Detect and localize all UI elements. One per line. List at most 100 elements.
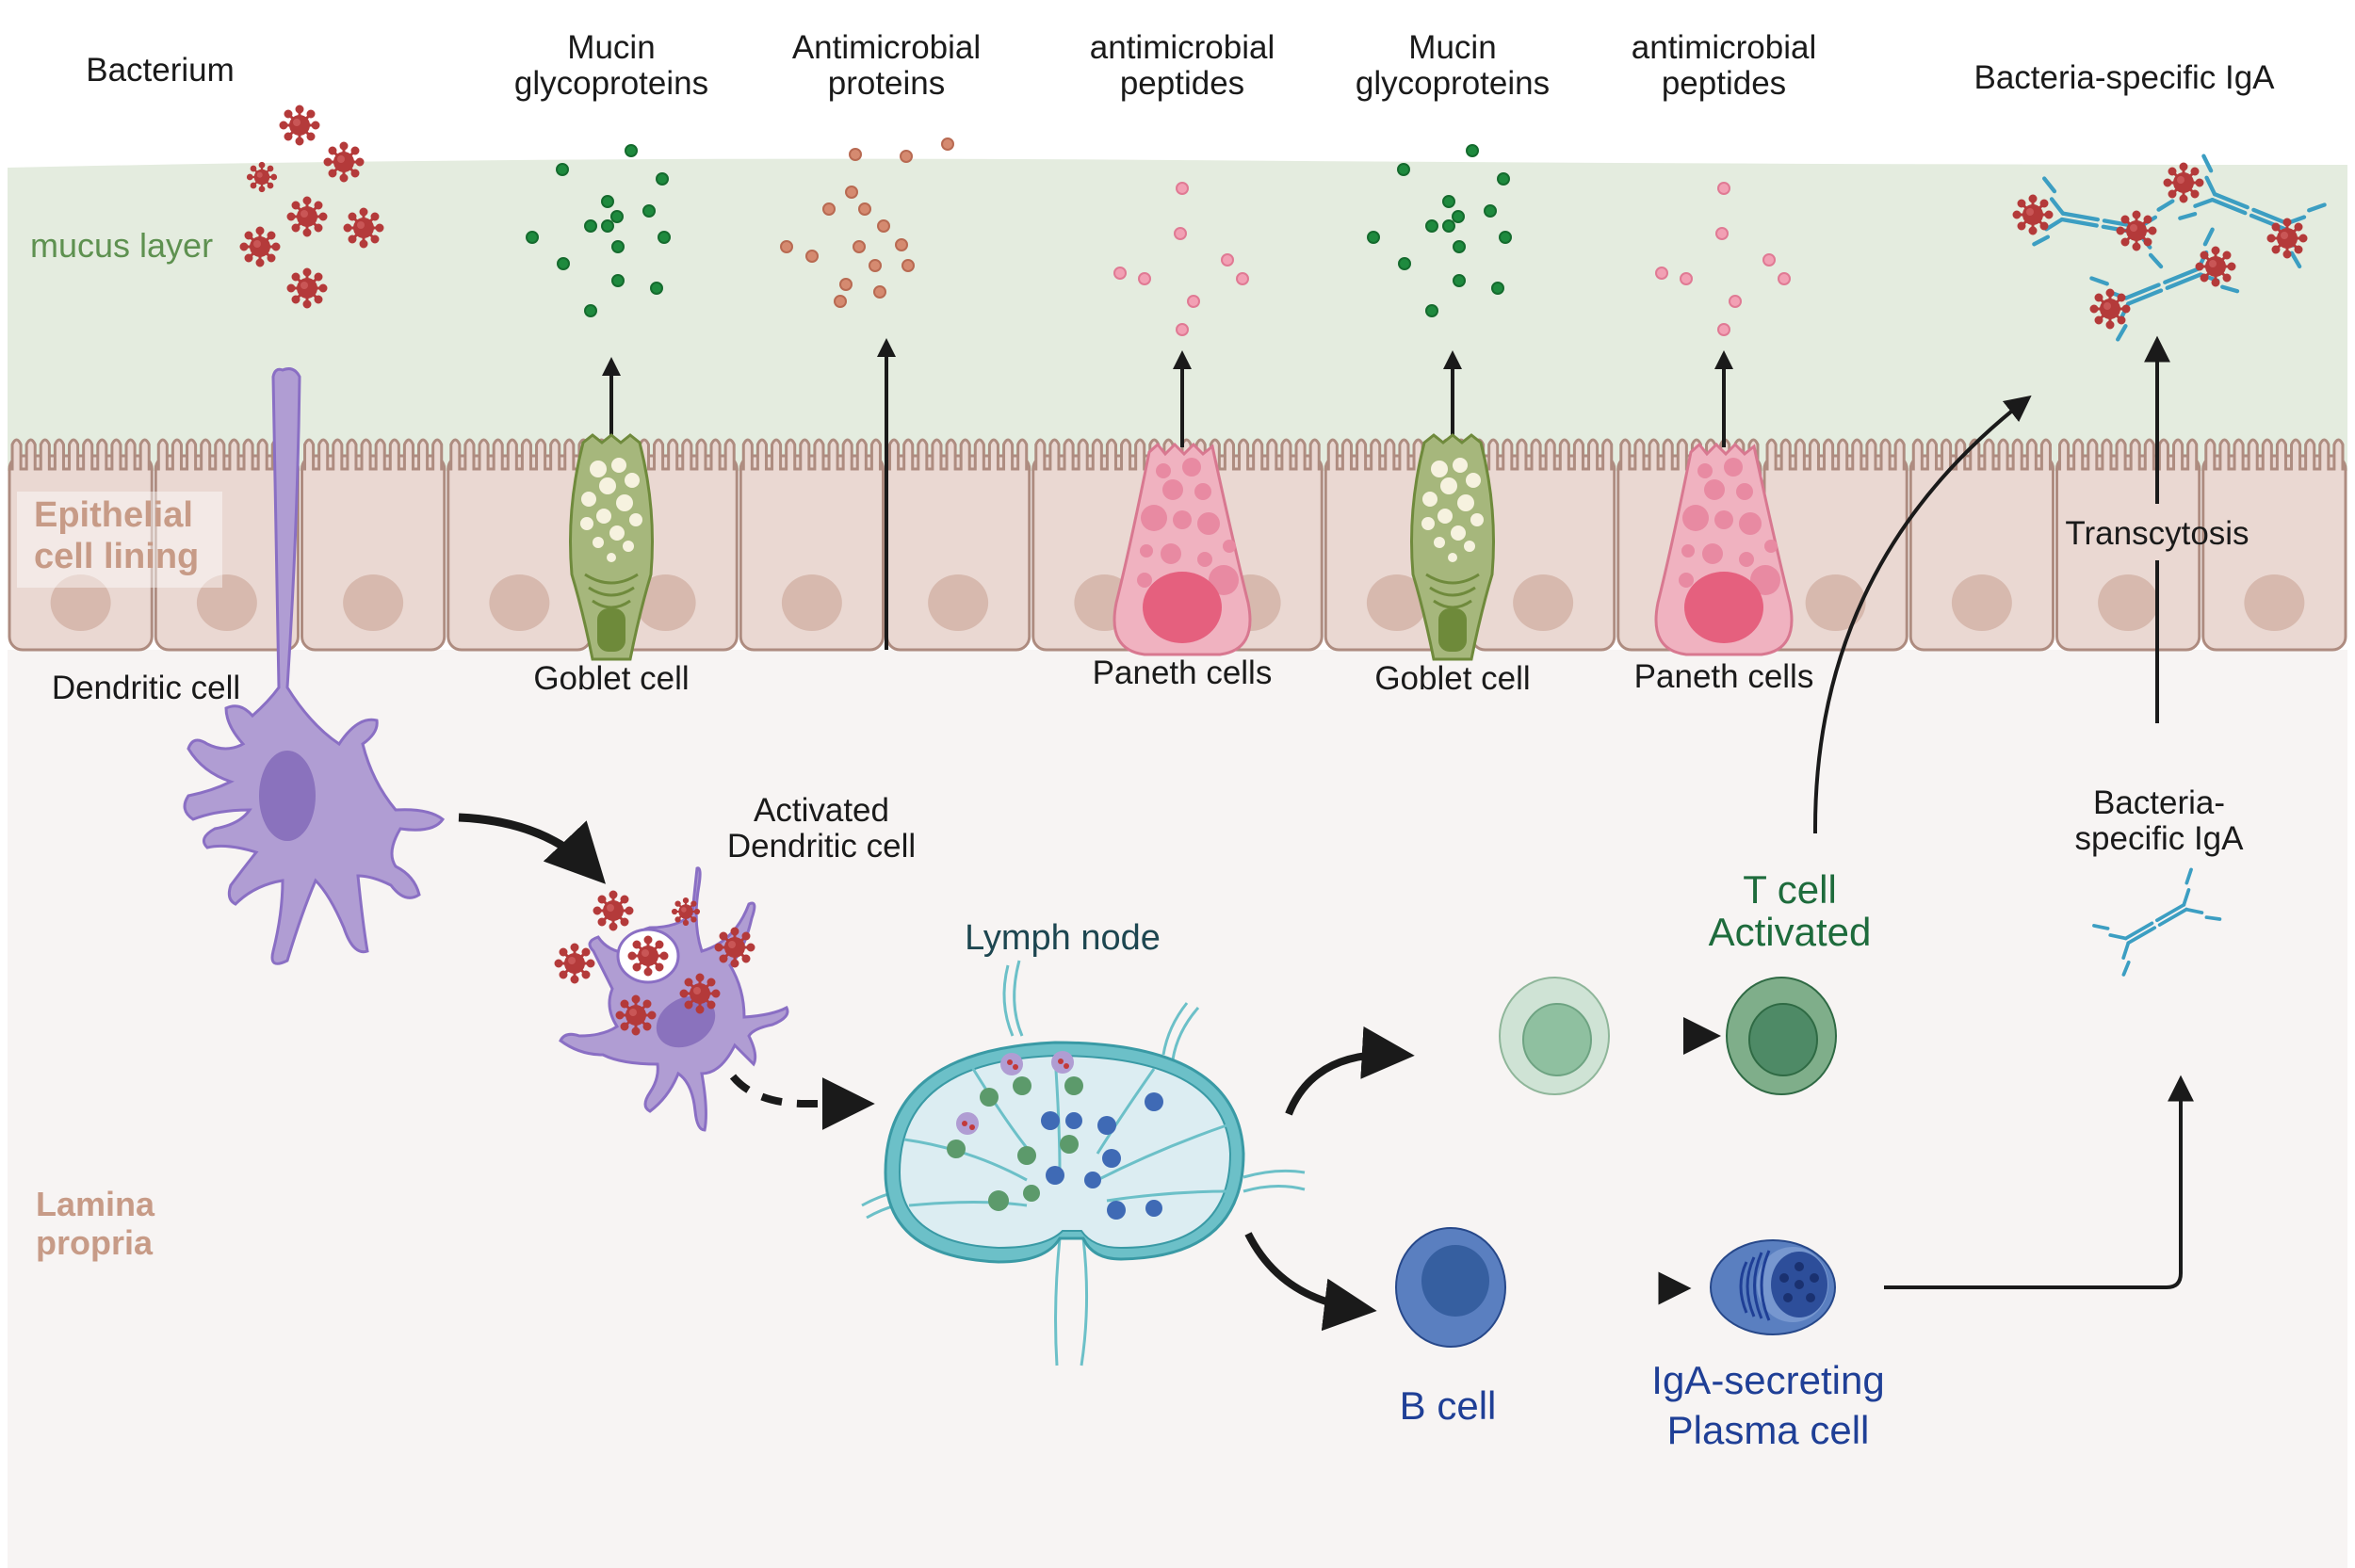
lamina-label-line-1: Lamina bbox=[36, 1185, 155, 1223]
label-line: Plasma cell bbox=[1666, 1407, 1870, 1452]
molecule-dot bbox=[1491, 282, 1504, 295]
label-line: Antimicrobial bbox=[791, 29, 982, 66]
label-line: antimicrobial bbox=[1631, 29, 1817, 66]
molecule-dot bbox=[849, 148, 862, 161]
bacterium-icon bbox=[323, 141, 365, 183]
molecule-dot bbox=[805, 250, 819, 263]
label-line: antimicrobial bbox=[1089, 29, 1275, 66]
dendritic-cell bbox=[183, 367, 446, 965]
bacterium-label: Bacterium bbox=[86, 52, 235, 89]
epithelial-cell bbox=[739, 438, 885, 652]
epithelial-cell bbox=[885, 438, 1031, 652]
molecule-dot bbox=[611, 240, 625, 253]
molecule-dot bbox=[1442, 195, 1455, 208]
to-t-cell-arrow bbox=[1285, 1026, 1415, 1116]
molecule-dot bbox=[557, 257, 570, 270]
lymph-node bbox=[861, 960, 1306, 1366]
molecule-dot bbox=[1680, 272, 1693, 285]
molecule-dot bbox=[584, 219, 597, 233]
molecule-dot bbox=[625, 144, 638, 157]
molecule-dot bbox=[1717, 323, 1730, 336]
b-cell-label: B cell bbox=[1399, 1383, 1497, 1428]
molecule-dot bbox=[611, 274, 625, 287]
lymph-node-label: Lymph node bbox=[965, 918, 1161, 958]
t-cell-to-mucus-arrow bbox=[1812, 395, 2032, 834]
bacterium-icon bbox=[286, 267, 328, 309]
molecule-dot bbox=[1484, 204, 1497, 218]
label-line: IgA-secreting bbox=[1651, 1358, 1885, 1402]
molecule-dot bbox=[1236, 272, 1249, 285]
epithelial-cell bbox=[447, 438, 593, 652]
antimicrobial-peptides-label-2: antimicrobial peptides bbox=[1632, 30, 1816, 102]
lamina-propria-label: Lamina propria bbox=[36, 1185, 154, 1263]
molecule-dot bbox=[1499, 231, 1512, 244]
mucin-glycoproteins-label-2: Mucin glycoproteins bbox=[1356, 30, 1550, 102]
mucus-layer-region bbox=[8, 158, 2347, 471]
label-line: Mucin bbox=[567, 29, 656, 66]
bacterium-icon bbox=[279, 105, 320, 146]
activated-t-cell bbox=[1726, 977, 1837, 1095]
molecule-dot bbox=[1442, 219, 1455, 233]
molecule-dot bbox=[900, 150, 913, 163]
epithelial-cell bbox=[300, 438, 447, 652]
activated-dendritic-cell bbox=[554, 866, 789, 1132]
epithelial-cell bbox=[154, 438, 300, 652]
plasma-to-iga-arrow bbox=[1884, 1075, 2194, 1289]
molecule-dot bbox=[822, 202, 836, 216]
epithelial-cell bbox=[1908, 438, 2055, 652]
molecule-dot bbox=[1717, 182, 1730, 195]
goblet-cell-1 bbox=[569, 433, 654, 661]
molecule-dot bbox=[1113, 267, 1127, 280]
molecule-dot bbox=[556, 163, 569, 176]
molecule-dot bbox=[1453, 274, 1466, 287]
label-line: Mucin bbox=[1408, 29, 1497, 66]
epithelial-label-line-2: cell lining bbox=[34, 536, 200, 576]
bacterium-icon bbox=[554, 943, 595, 984]
goblet-cell-label-2: Goblet cell bbox=[1374, 660, 1531, 697]
b-cell bbox=[1395, 1227, 1506, 1348]
molecule-dot bbox=[1187, 295, 1200, 308]
naive-t-cell bbox=[1499, 977, 1610, 1095]
dc-activation-arrow bbox=[458, 813, 606, 884]
label-line: Activated bbox=[754, 792, 889, 829]
molecule-dot bbox=[869, 259, 882, 272]
molecule-dot bbox=[601, 219, 614, 233]
bacterium-icon bbox=[343, 207, 384, 249]
epithelial-cell-lining-label: Epithelial cell lining bbox=[34, 495, 199, 577]
dendritic-cell-label: Dendritic cell bbox=[51, 670, 241, 706]
dc-migration-dashed-arrow bbox=[729, 1074, 875, 1130]
molecule-dot bbox=[1453, 240, 1466, 253]
epithelial-cell bbox=[2201, 438, 2347, 652]
epithelial-cell bbox=[8, 438, 154, 652]
t-cell-activated-label: T cell Activated bbox=[1709, 868, 1872, 954]
molecule-dot bbox=[1174, 227, 1187, 240]
bacterium-icon bbox=[615, 994, 657, 1036]
molecule-dot bbox=[901, 259, 915, 272]
molecule-dot bbox=[1715, 227, 1729, 240]
molecule-dot bbox=[642, 204, 656, 218]
molecule-dot bbox=[858, 202, 871, 216]
epithelial-label-line-1: Epithelial bbox=[34, 495, 193, 535]
label-line: peptides bbox=[1661, 64, 1787, 102]
label-line: T cell bbox=[1743, 867, 1837, 912]
goblet-cell-label-1: Goblet cell bbox=[533, 660, 690, 697]
molecule-dot bbox=[584, 304, 597, 317]
molecule-dot bbox=[656, 172, 669, 186]
antimicrobial-proteins-label: Antimicrobial proteins bbox=[792, 30, 981, 102]
to-b-cell-arrow bbox=[1244, 1232, 1377, 1332]
molecule-dot bbox=[853, 240, 866, 253]
molecule-dot bbox=[1425, 304, 1438, 317]
molecule-dot bbox=[1176, 182, 1189, 195]
molecule-dot bbox=[658, 231, 671, 244]
molecule-dot bbox=[877, 219, 890, 233]
bacterium-icon bbox=[593, 890, 634, 931]
molecule-dot bbox=[1221, 253, 1234, 267]
molecule-dot bbox=[845, 186, 858, 199]
goblet-cell-2 bbox=[1410, 433, 1495, 661]
molecule-dot bbox=[1398, 257, 1411, 270]
molecule-dot bbox=[1452, 210, 1465, 223]
molecule-dot bbox=[1138, 272, 1151, 285]
molecule-dot bbox=[834, 295, 847, 308]
molecule-dot bbox=[1762, 253, 1776, 267]
